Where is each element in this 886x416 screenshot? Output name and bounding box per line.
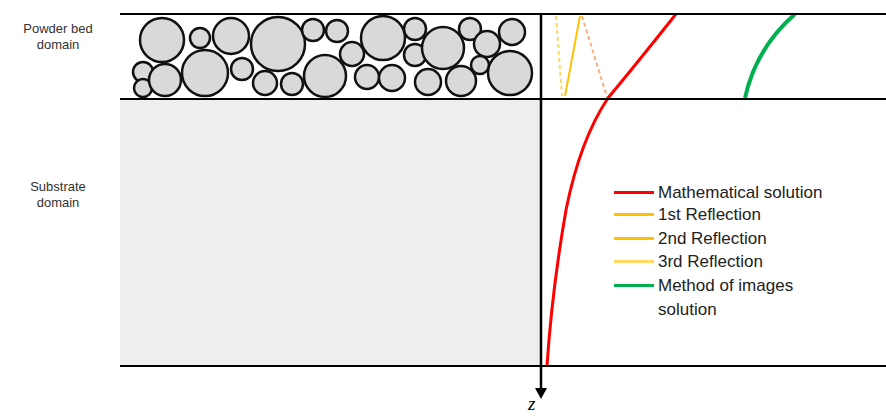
legend-text: 2nd Reflection bbox=[658, 227, 833, 251]
legend-text: 3rd Reflection bbox=[658, 250, 833, 274]
legend-text: 1st Reflection bbox=[658, 203, 833, 227]
powder-particles bbox=[133, 16, 532, 97]
mathematical-solution-curve bbox=[547, 14, 676, 366]
first-reflection-curve bbox=[582, 16, 607, 97]
substrate-fill bbox=[120, 98, 541, 366]
legend-sample-line bbox=[614, 284, 654, 287]
domain-label: Powder bed domain bbox=[8, 21, 108, 53]
legend-text: Mathematical solution bbox=[658, 181, 833, 205]
depth-axis bbox=[540, 14, 543, 390]
second-reflection-curve bbox=[565, 16, 580, 96]
legend-sample-line bbox=[614, 237, 654, 240]
domain-band: Substrate domain bbox=[120, 99, 886, 367]
legend-sample-line bbox=[614, 213, 654, 216]
axis-label: z bbox=[528, 394, 535, 414]
legend-sample-line bbox=[614, 191, 654, 194]
legend-sample-line bbox=[614, 260, 654, 263]
axis-arrowhead bbox=[535, 388, 547, 399]
domain-band: Powder bed domain bbox=[120, 13, 886, 100]
domain-label: Substrate domain bbox=[8, 179, 108, 211]
method-of-images-curve bbox=[745, 14, 795, 98]
legend-text: Method of images solution bbox=[658, 274, 833, 322]
third-reflection-curve bbox=[556, 16, 562, 96]
